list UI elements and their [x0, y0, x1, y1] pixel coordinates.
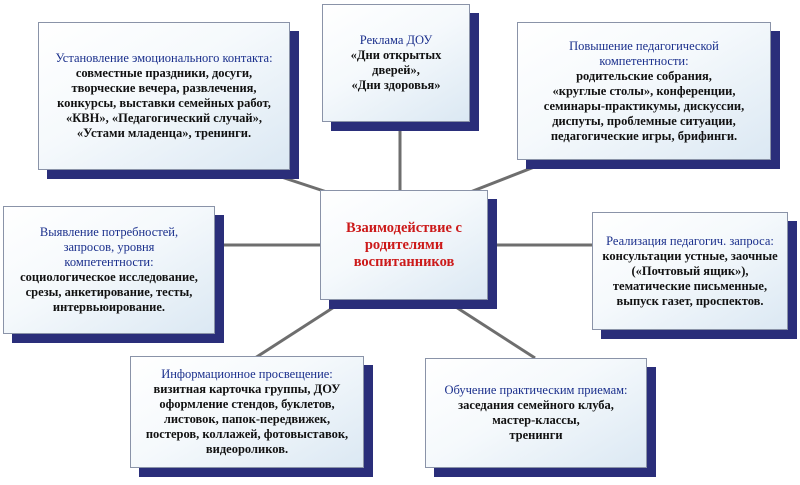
center-title: Взаимодействие с родителями воспитаннико…	[346, 219, 462, 270]
node-bottom-left-body: визитная карточка группы, ДОУ оформление…	[145, 382, 349, 456]
node-mid-right-title: Реализация педагогич. запроса:	[606, 233, 774, 248]
node-bottom-left-title: Информационное просвещение:	[161, 367, 333, 381]
node-mid-right-body: консультации устные, заочные («Почтовый …	[602, 248, 778, 308]
node-mid-left-body: социологическое исследование, срезы, анк…	[20, 270, 198, 314]
node-top-left: Установление эмоционального контакта: со…	[38, 22, 290, 170]
center-node: Взаимодействие с родителями воспитаннико…	[320, 190, 488, 300]
node-top-left-title: Установление эмоционального контакта:	[55, 51, 273, 65]
node-mid-left-title: Выявление потребностей, запросов, уровня…	[39, 225, 179, 269]
connector-bottom-left	[254, 298, 346, 360]
node-top-right: Повышение педагогической компетентности:…	[517, 22, 771, 160]
node-bottom-right-body: заседания семейного клуба, мастер-классы…	[458, 398, 614, 442]
node-top-right-title: Повышение педагогической компетентности:	[569, 38, 719, 68]
node-top-body: «Дни открытых дверей», «Дни здоровья»	[350, 48, 442, 92]
node-bottom-right-title: Обучение практическим приемам:	[444, 383, 628, 397]
node-top: Реклама ДОУ «Дни открытых дверей», «Дни …	[322, 4, 470, 122]
node-bottom-right: Обучение практическим приемам: заседания…	[425, 358, 647, 468]
node-bottom-left: Информационное просвещение: визитная кар…	[130, 356, 364, 468]
node-mid-right: Реализация педагогич. запроса: консульта…	[592, 212, 788, 330]
connector-bottom-right	[444, 298, 536, 360]
node-top-title: Реклама ДОУ	[359, 33, 433, 47]
node-mid-left: Выявление потребностей, запросов, уровня…	[3, 206, 215, 334]
node-top-left-body: совместные праздники, досуги, творческие…	[57, 66, 271, 140]
node-top-right-body: родительские собрания, «круглые столы», …	[543, 68, 745, 143]
